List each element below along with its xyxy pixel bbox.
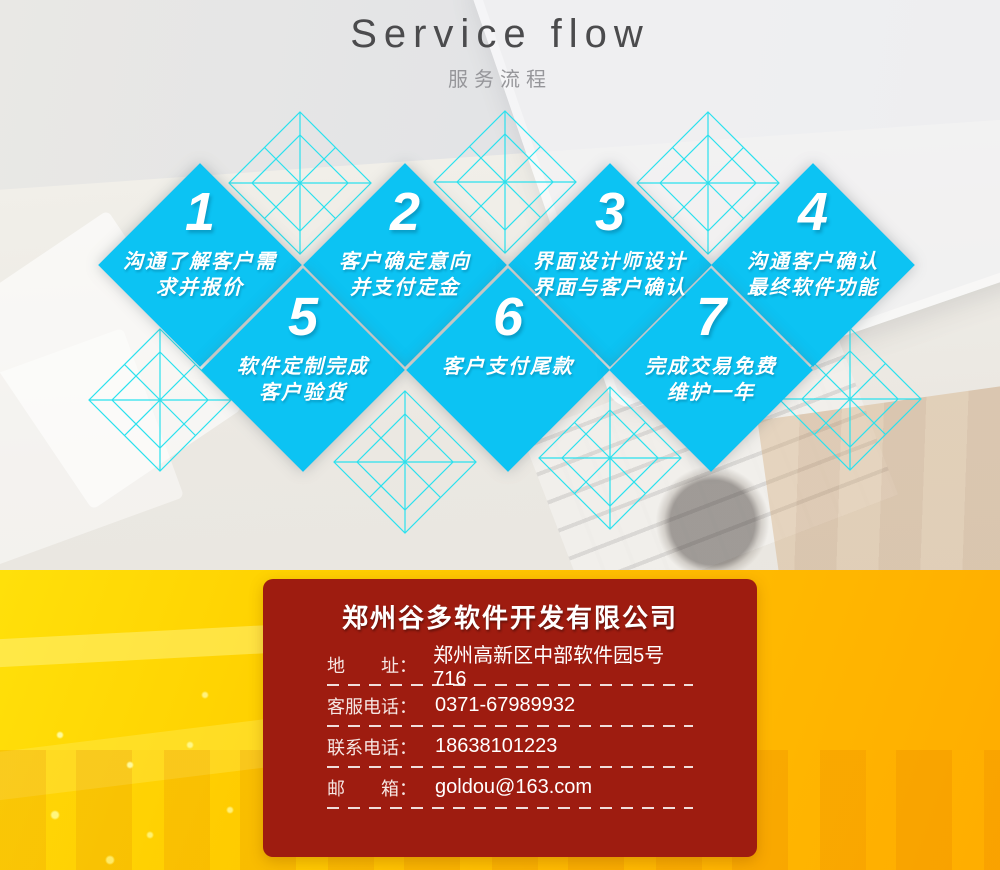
page-title: Service flow <box>350 12 650 56</box>
decor-diamond-outline <box>538 386 682 530</box>
contact-row-label: 客服电话： <box>327 696 417 717</box>
contact-row-value: goldou@163.com <box>435 776 593 798</box>
divider-dashed <box>327 725 693 727</box>
company-name: 郑州谷多软件开发有限公司 <box>341 603 678 633</box>
page-subtitle: 服务流程 <box>448 69 552 91</box>
contact-row-address: 地 址： 郑州高新区中部软件园5号716 <box>327 645 693 690</box>
contact-row-contact-phone: 联系电话： 18638101223 <box>327 727 693 766</box>
hero-header: Service flow 服务流程 <box>0 12 1000 92</box>
contact-rows: 地 址： 郑州高新区中部软件园5号716 客服电话： 0371-67989932… <box>327 645 693 809</box>
decor-diamond-outline <box>228 111 372 255</box>
contact-row-label: 地 址： <box>327 655 417 676</box>
contact-row-label: 邮 箱： <box>327 778 417 799</box>
background-coffee-cup <box>655 465 770 570</box>
decor-diamond-outline <box>433 110 577 254</box>
contact-row-label: 联系电话： <box>327 737 417 758</box>
decor-diamond-outline <box>636 111 780 255</box>
contact-row-value: 0371-67989932 <box>435 694 576 716</box>
hero-section: Service flow 服务流程 <box>0 0 1000 570</box>
contact-row-email: 邮 箱： goldou@163.com <box>327 768 693 807</box>
contact-row-value: 郑州高新区中部软件园5号716 <box>433 644 665 690</box>
contact-row-value: 18638101223 <box>435 735 558 757</box>
divider-dashed <box>327 766 693 768</box>
contact-card: 郑州谷多软件开发有限公司 地 址： 郑州高新区中部软件园5号716 客服电话： … <box>263 579 757 857</box>
divider-dashed <box>327 807 693 809</box>
contact-row-service-phone: 客服电话： 0371-67989932 <box>327 686 693 725</box>
divider-dashed <box>327 684 693 686</box>
footer-section: 郑州谷多软件开发有限公司 地 址： 郑州高新区中部软件园5号716 客服电话： … <box>0 570 1000 870</box>
decor-diamond-outline <box>333 390 477 534</box>
